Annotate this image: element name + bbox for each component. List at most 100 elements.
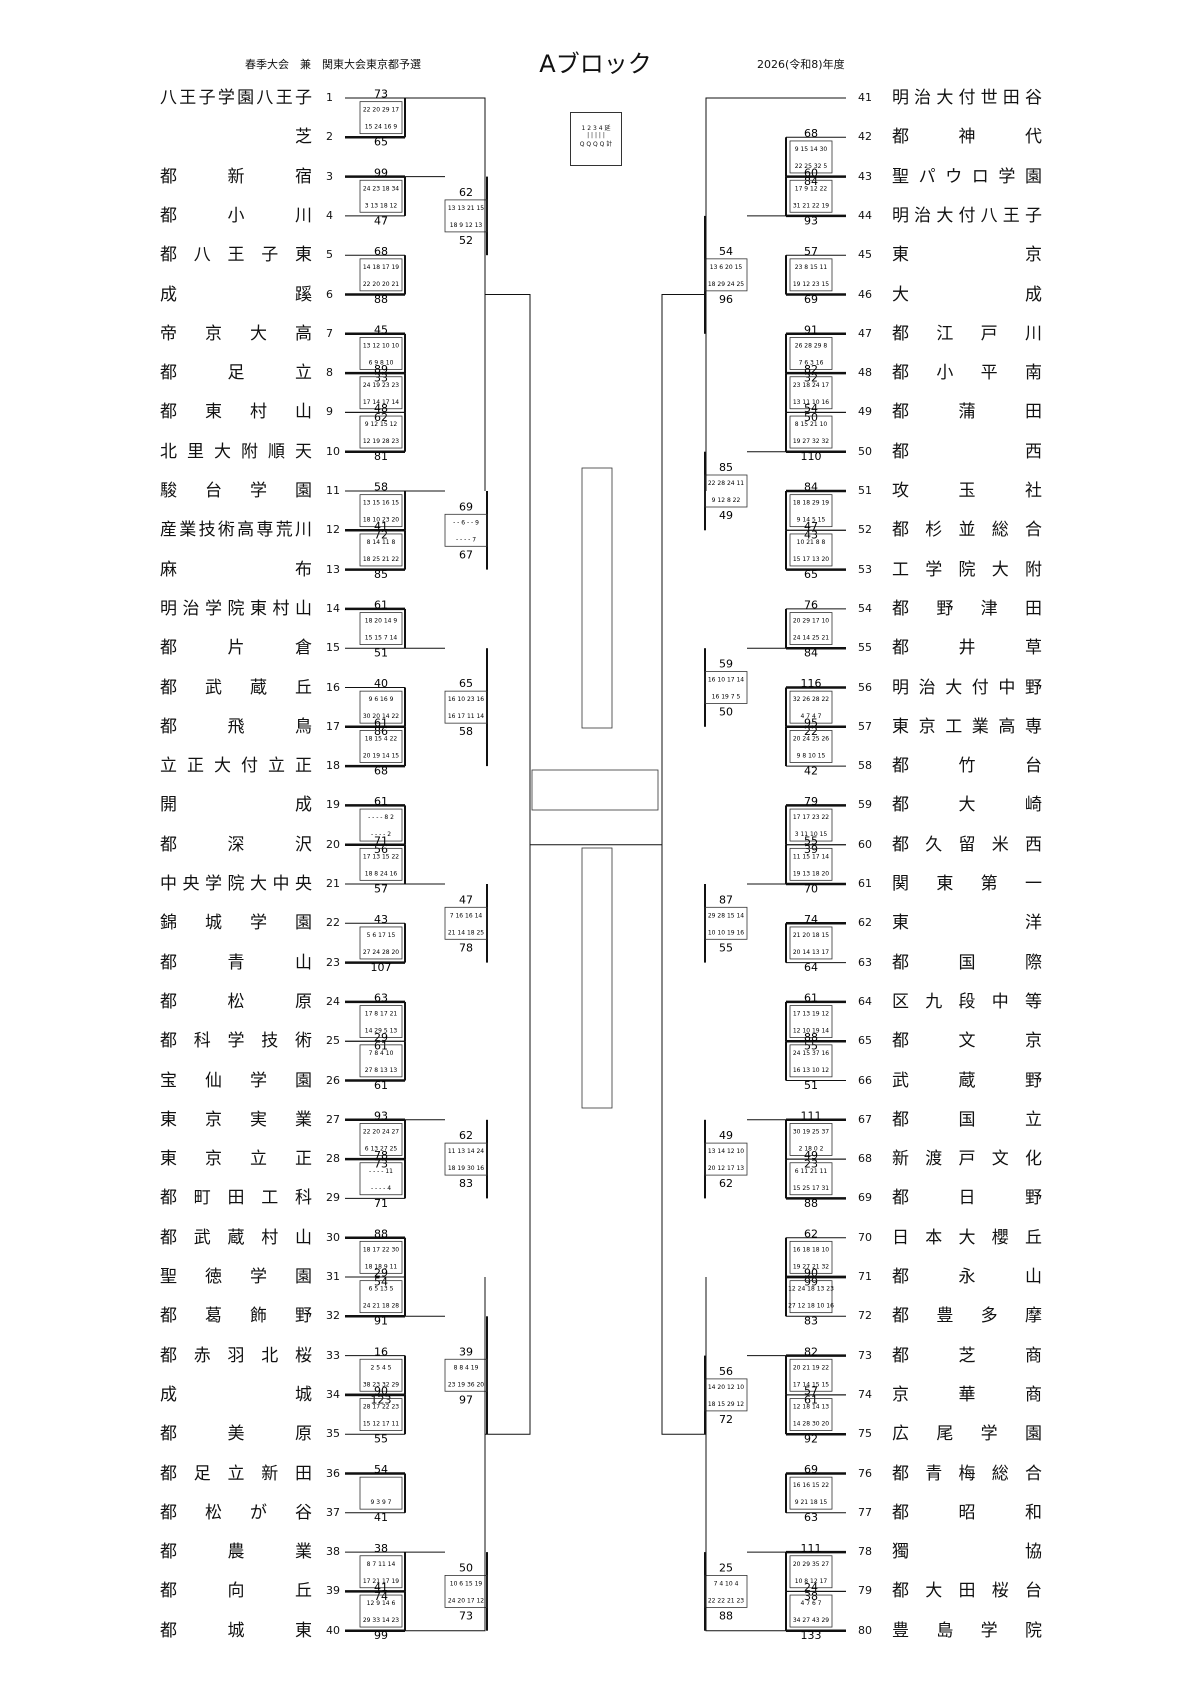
seed-number: 12: [326, 523, 340, 537]
team-name-char: 都: [892, 1188, 909, 1209]
team-name-char: 尾: [936, 1424, 954, 1445]
seed-number: 76: [858, 1466, 872, 1480]
bracket-outer: [705, 97, 846, 491]
seed-number: 39: [326, 1584, 340, 1598]
team-name-char: 羽: [227, 1345, 245, 1366]
score-total-top: 39: [459, 1345, 473, 1358]
team-name-char: 戸: [980, 323, 998, 344]
team-name-char: 国: [958, 1109, 976, 1130]
quarter-scores: 18 25 21 22: [363, 556, 399, 563]
score-total-bottom: 72: [719, 1413, 733, 1426]
team-name-char: 草: [1025, 638, 1042, 659]
team-name-char: 明: [892, 677, 909, 698]
score-total-bottom: 69: [804, 293, 818, 306]
seed-number: 37: [326, 1505, 340, 1519]
score-box: [359, 847, 403, 881]
quarter-scores: 10 10 19 16: [708, 929, 744, 936]
seed-number: 66: [858, 1073, 872, 1087]
team-name-char: 町: [193, 1188, 211, 1209]
quarter-scores: 17 14 17 14: [363, 399, 399, 406]
score-box: [444, 1575, 488, 1608]
team-name-char: 大: [892, 284, 909, 305]
team-name-char: 都: [160, 1306, 177, 1327]
quarter-scores: - - - - 8 2: [368, 814, 394, 821]
team-name-char: 原: [295, 1424, 312, 1445]
team-name-char: 都: [160, 205, 177, 226]
score-total-top: 59: [719, 658, 733, 671]
quarter-scores: 24 14 25 21: [793, 635, 829, 642]
team-name-char: 総: [991, 520, 1009, 541]
team-name-char: 際: [1025, 952, 1042, 973]
seed-number: 8: [326, 366, 333, 380]
score-total-top: 50: [459, 1561, 473, 1574]
team-name-char: 学: [227, 1031, 245, 1052]
seed-number: 40: [326, 1623, 340, 1637]
team-name: 都昭和: [892, 1503, 1042, 1523]
team-name-char: 学: [205, 874, 222, 894]
score-total-top: 88: [374, 1227, 388, 1240]
score-total-top: 16: [374, 1345, 388, 1358]
quarter-scores: 9 14 5 15: [797, 517, 826, 524]
team-name: 都西: [892, 442, 1042, 462]
team-name-char: 第: [980, 874, 998, 894]
team-name: 成蹊: [160, 285, 312, 305]
seed-number: 2: [326, 130, 333, 144]
quarter-scores: 10 6 15 19: [450, 1580, 483, 1587]
score-total-top: 24: [804, 1581, 818, 1594]
score-box: [444, 1358, 488, 1392]
team-name-char: 京: [205, 1109, 222, 1130]
team-name-char: 附: [241, 441, 258, 462]
team-name-char: 永: [958, 1267, 976, 1287]
team-name: 麻布: [160, 560, 312, 580]
seed-number: 69: [858, 1191, 872, 1205]
quarter-scores: 9 3 9 7: [371, 1499, 392, 1506]
team-name-char: 京: [1025, 1031, 1042, 1052]
quarter-scores: 16 17 11 14: [448, 713, 484, 720]
team-name-char: 川: [294, 520, 312, 541]
seed-number: 74: [858, 1387, 872, 1401]
team-name-char: 美: [227, 1424, 245, 1445]
quarter-scores: 8 7 11 14: [367, 1561, 396, 1568]
seed-number: 54: [858, 601, 872, 615]
quarter-scores: 17 9 12 22: [795, 185, 828, 192]
team-name: 都久留米西: [892, 835, 1042, 855]
score-total-top: 93: [374, 1109, 388, 1122]
team-name-char: 都: [160, 363, 177, 384]
team-name-char: 等: [1025, 991, 1042, 1012]
score-box: [789, 1044, 833, 1078]
score-total-bottom: 83: [459, 1177, 473, 1190]
team-name-char: 中: [272, 874, 290, 894]
quarter-scores: 17 13 15 22: [363, 853, 399, 860]
score-total-bottom: 88: [719, 1609, 733, 1622]
quarter-scores: 27 24 28 20: [363, 949, 399, 956]
score-total-bottom: 41: [374, 1511, 388, 1524]
quarter-scores: 24 23 18 34: [363, 185, 399, 192]
team-name-char: 蒲: [958, 402, 976, 423]
team-name-char: 豊: [936, 1306, 954, 1327]
team-name-char: 園: [295, 913, 312, 934]
team-name: 都足立新田: [160, 1464, 312, 1484]
quarter-scores: 21 20 18 15: [793, 932, 829, 939]
team-name: 明治大付八王子: [892, 206, 1042, 226]
quarter-scores: 9 6 16 9: [369, 696, 394, 703]
score-total-top: 69: [459, 500, 473, 513]
team-name: 広尾学園: [892, 1424, 1042, 1444]
team-name-char: 京: [892, 1384, 909, 1405]
team-name-char: 深: [227, 834, 245, 855]
team-name-char: 聖: [892, 166, 909, 187]
team-name: 都江戸川: [892, 324, 1042, 344]
team-name-char: 村: [261, 1227, 279, 1248]
team-name: 都美原: [160, 1424, 312, 1444]
team-name: 東京: [892, 245, 1042, 265]
seed-number: 60: [858, 837, 872, 851]
team-name-char: 赤: [193, 1345, 211, 1366]
score-box: [359, 1005, 403, 1038]
seed-number: 3: [326, 169, 333, 183]
team-name-char: 京: [205, 323, 222, 344]
team-name-char: 八: [980, 205, 998, 226]
team-name-char: 城: [205, 913, 222, 934]
score-total-top: 65: [459, 677, 473, 690]
seed-number: 42: [858, 130, 872, 144]
score-total-bottom: 58: [459, 725, 473, 738]
team-name-char: 桜: [295, 1345, 312, 1366]
